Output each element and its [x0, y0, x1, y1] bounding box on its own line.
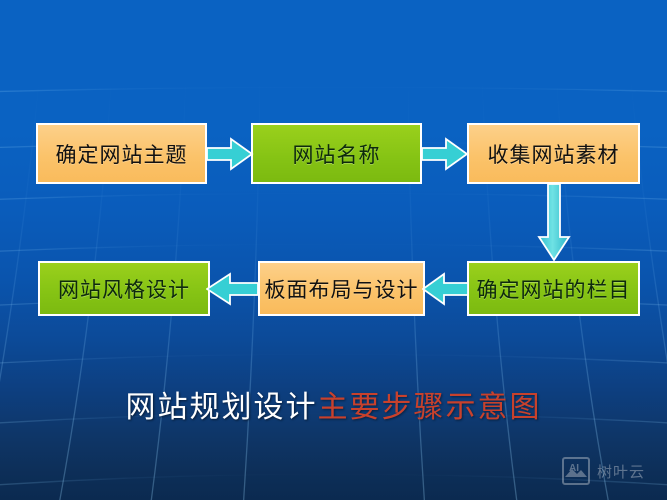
- flow-node-collect-material[interactable]: 收集网站素材: [467, 123, 640, 184]
- flow-node-label: 收集网站素材: [487, 142, 620, 167]
- flow-node-label: 板面布局与设计: [264, 277, 419, 302]
- arrow-left-layout-to-style: [206, 272, 259, 306]
- slide-caption: 网站规划设计主要步骤示意图: [0, 382, 667, 426]
- arrow-right-name-to-material: [421, 137, 469, 171]
- image-ai-icon: AI: [562, 457, 590, 485]
- caption-red-text: 主要步骤示意图: [317, 391, 542, 424]
- flow-node-label: 确定网站主题: [55, 142, 188, 167]
- watermark-label: 树叶云: [597, 463, 646, 481]
- flow-node-label: 网站名称: [292, 142, 381, 167]
- svg-text:AI: AI: [569, 463, 579, 474]
- arrow-left-columns-to-layout: [422, 272, 469, 306]
- flow-node-label: 网站风格设计: [58, 277, 190, 302]
- arrow-right-theme-to-name: [206, 137, 254, 171]
- flow-node-style-design[interactable]: 网站风格设计: [38, 261, 210, 316]
- watermark: AI 树叶云: [562, 457, 645, 485]
- flow-node-define-columns[interactable]: 确定网站的栏目: [467, 261, 640, 316]
- flow-node-layout-design[interactable]: 板面布局与设计: [258, 261, 425, 316]
- arrow-down-material-to-columns: [537, 183, 571, 262]
- flow-node-label: 确定网站的栏目: [476, 277, 631, 302]
- caption-white-text: 网站规划设计: [125, 391, 318, 424]
- flow-node-define-theme[interactable]: 确定网站主题: [36, 123, 207, 184]
- flow-node-site-name[interactable]: 网站名称: [251, 123, 422, 184]
